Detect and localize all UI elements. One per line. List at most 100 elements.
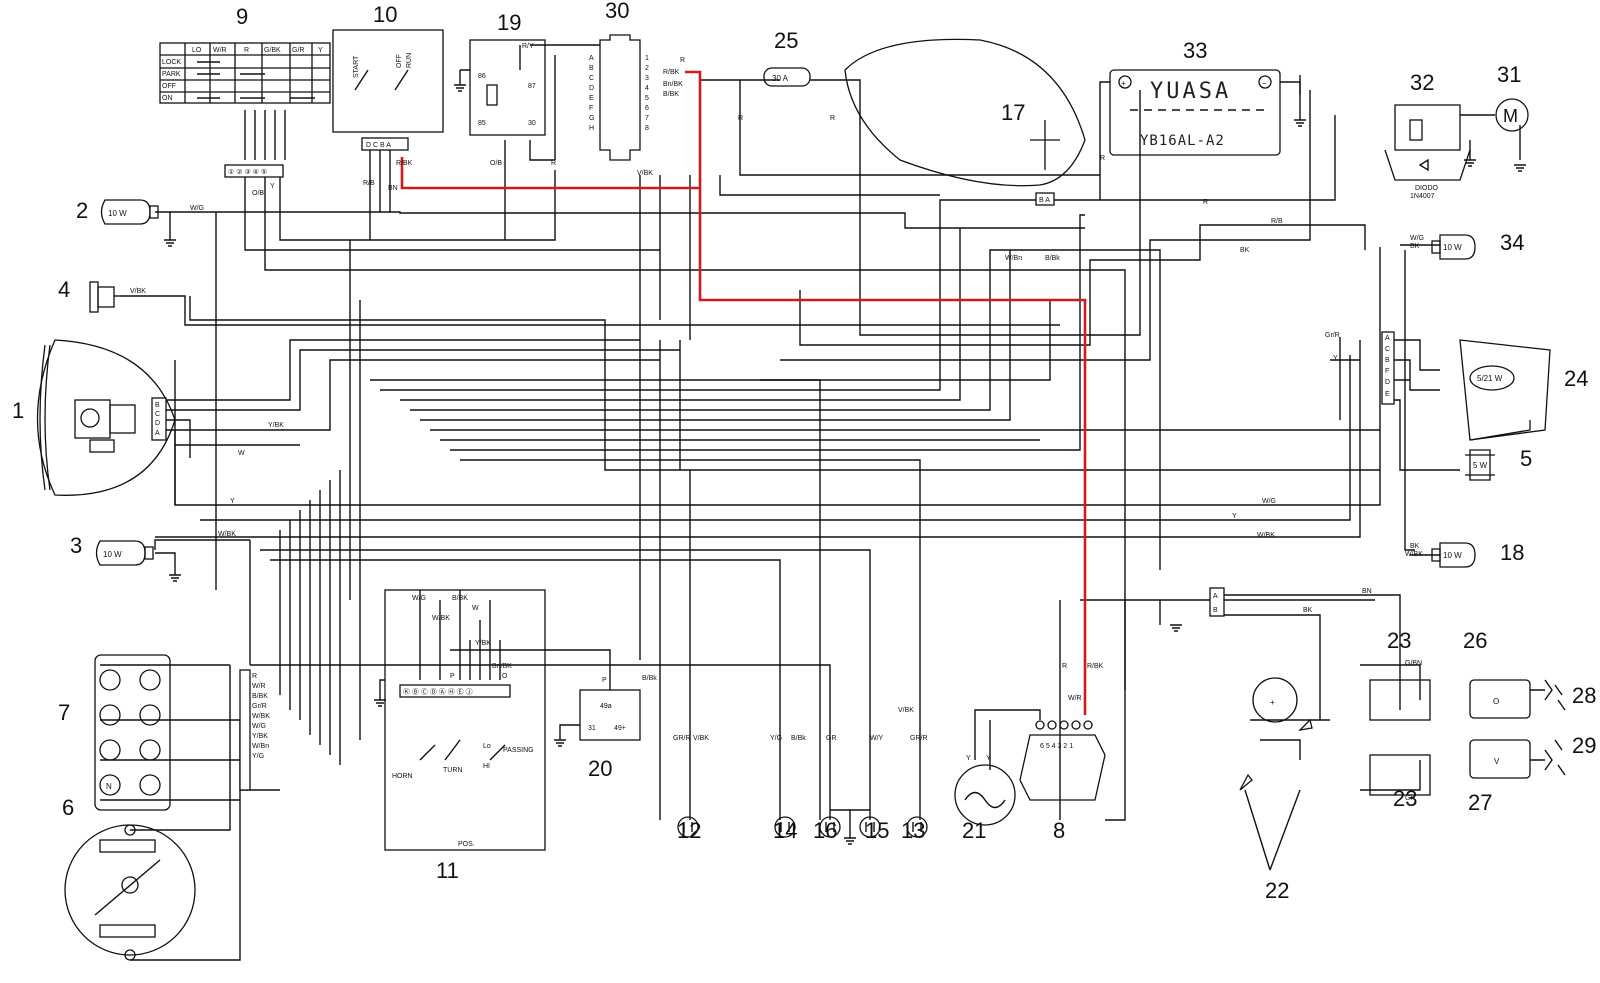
svg-text:W/Y: W/Y bbox=[870, 735, 884, 742]
svg-text:HI: HI bbox=[483, 763, 490, 770]
svg-text:V: V bbox=[1494, 757, 1500, 766]
bulb-34: 10 W bbox=[1431, 234, 1476, 260]
svg-text:−: − bbox=[1262, 79, 1267, 88]
label-28: 28 bbox=[1572, 683, 1596, 708]
component-numbers: 1 2 3 4 5 6 7 8 9 10 11 12 13 14 15 16 1… bbox=[12, 0, 1596, 903]
svg-text:30: 30 bbox=[528, 120, 536, 127]
svg-text:B/Bk: B/Bk bbox=[642, 675, 657, 682]
svg-text:A: A bbox=[1385, 335, 1390, 342]
label-11: 11 bbox=[436, 858, 459, 883]
instrument-6 bbox=[64, 824, 196, 961]
svg-text:O/B: O/B bbox=[252, 190, 264, 197]
svg-text:Y: Y bbox=[270, 183, 275, 190]
svg-text:G/R: G/R bbox=[292, 47, 304, 54]
svg-text:B/BK: B/BK bbox=[663, 91, 679, 98]
svg-text:E: E bbox=[589, 95, 594, 102]
svg-text:W/BK: W/BK bbox=[218, 531, 236, 538]
label-25: 25 bbox=[774, 28, 798, 53]
svg-text:V/BK: V/BK bbox=[637, 170, 653, 177]
svg-text:M: M bbox=[1503, 106, 1518, 126]
svg-text:Y: Y bbox=[230, 498, 235, 505]
svg-text:W: W bbox=[238, 450, 245, 457]
switch-13: V/BK GR/R bbox=[898, 707, 928, 838]
headlight: BC DA bbox=[36, 339, 176, 496]
svg-text:H: H bbox=[589, 125, 594, 132]
label-29: 29 bbox=[1572, 733, 1596, 758]
svg-text:GR/R: GR/R bbox=[673, 735, 691, 742]
switch-16: GR bbox=[819, 735, 841, 838]
svg-text:7: 7 bbox=[645, 115, 649, 122]
svg-text:D: D bbox=[589, 85, 594, 92]
svg-text:D: D bbox=[1385, 379, 1390, 386]
svg-text:Gr/R: Gr/R bbox=[252, 703, 267, 710]
svg-text:Y: Y bbox=[986, 755, 991, 762]
svg-text:PASSING: PASSING bbox=[503, 747, 534, 754]
label-5: 5 bbox=[1520, 446, 1532, 471]
svg-text:GR: GR bbox=[826, 735, 837, 742]
control-unit-23: G/BN GR bbox=[1369, 660, 1431, 802]
svg-text:OFF: OFF bbox=[162, 83, 176, 90]
svg-text:ON: ON bbox=[162, 95, 173, 102]
label-32: 32 bbox=[1410, 70, 1434, 95]
svg-text:W/G: W/G bbox=[412, 595, 426, 602]
spark-plug-28 bbox=[1530, 679, 1566, 711]
svg-text:Gr/R: Gr/R bbox=[1325, 332, 1340, 339]
bulb-34-label: 10 W bbox=[1443, 243, 1462, 252]
switch-14: Y/G B/Bk bbox=[770, 735, 806, 838]
switch-12: GR/R V/BK bbox=[673, 735, 709, 838]
svg-text:GR/R: GR/R bbox=[910, 735, 928, 742]
svg-text:Y: Y bbox=[318, 47, 323, 54]
svg-text:V/BK: V/BK bbox=[130, 288, 146, 295]
svg-text:B A: B A bbox=[1039, 197, 1050, 204]
ignition-switch-9: LO W/R R G/BK G/R Y LOCK PARK OFF ON ① ②… bbox=[159, 42, 331, 197]
battery-33: +− YUASA YB16AL-A2 R R bbox=[1099, 69, 1306, 206]
svg-text:86: 86 bbox=[478, 73, 486, 80]
start-switch-10: START OFF RUN D C B A R/B BN R/BK bbox=[332, 29, 444, 192]
svg-text:W/BK: W/BK bbox=[1257, 532, 1275, 539]
svg-text:BK: BK bbox=[1240, 247, 1250, 254]
label-34: 34 bbox=[1500, 230, 1524, 255]
svg-text:START: START bbox=[353, 55, 360, 78]
svg-text:Bn/BK: Bn/BK bbox=[663, 81, 683, 88]
svg-text:GR: GR bbox=[1405, 795, 1416, 802]
svg-text:B/BK: B/BK bbox=[252, 693, 268, 700]
label-19: 19 bbox=[497, 10, 521, 35]
svg-text:R: R bbox=[680, 57, 685, 64]
svg-text:87: 87 bbox=[528, 83, 536, 90]
svg-text:1N4007: 1N4007 bbox=[1410, 193, 1435, 200]
svg-text:R: R bbox=[1100, 155, 1105, 162]
svg-text:G: G bbox=[589, 115, 594, 122]
bulb-18: 10 W bbox=[1431, 542, 1476, 568]
svg-text:Y/BK: Y/BK bbox=[252, 733, 268, 740]
connector-ab: AB BN BK bbox=[1170, 587, 1372, 632]
connector-30: A B C D E F G H 1 2 3 4 5 6 7 8 R R/BK B… bbox=[589, 34, 685, 177]
svg-text:B: B bbox=[155, 402, 160, 409]
svg-text:O: O bbox=[502, 673, 508, 680]
svg-text:W/BK: W/BK bbox=[432, 615, 450, 622]
wire-harness bbox=[100, 44, 1521, 961]
svg-text:V/BK: V/BK bbox=[693, 735, 709, 742]
spark-plug-29 bbox=[1530, 739, 1566, 776]
label-23a: 23 bbox=[1387, 628, 1411, 653]
starter-relay-32: DIODO 1N4007 bbox=[1384, 104, 1495, 200]
label-27: 27 bbox=[1468, 790, 1492, 815]
horn-4 bbox=[89, 281, 120, 313]
highlighted-wire-r-bk bbox=[400, 70, 1087, 715]
svg-text:Bn/BK: Bn/BK bbox=[492, 663, 512, 670]
svg-text:Y/BK: Y/BK bbox=[268, 422, 284, 429]
svg-text:Y/G: Y/G bbox=[252, 753, 264, 760]
bulb-18-label: 10 W bbox=[1443, 551, 1462, 560]
switch-15: W/Y bbox=[830, 735, 884, 845]
svg-text:BK: BK bbox=[1410, 543, 1420, 550]
fuel-tank-17: B A W/Bn B/Bk bbox=[844, 38, 1086, 262]
svg-text:BK: BK bbox=[1303, 607, 1313, 614]
svg-text:W/G: W/G bbox=[252, 723, 266, 730]
svg-text:R/BK: R/BK bbox=[663, 69, 680, 76]
svg-text:DIODO: DIODO bbox=[1415, 185, 1439, 192]
indicator-panel-7: N R W/R B/BK Gr/R W/BK W/G Y/BK W/Bn Y/G bbox=[94, 654, 270, 811]
svg-text:E: E bbox=[1385, 391, 1390, 398]
svg-text:P: P bbox=[602, 677, 607, 684]
tail-light-24: 5/21 W A C B F D E bbox=[1381, 331, 1551, 441]
handlebar-switch-11: Ⓚ Ⓑ Ⓒ Ⓓ Ⓐ Ⓗ Ⓔ Ⓙ HORN TURN PASSING POS. L… bbox=[374, 589, 546, 851]
generator-21: Y Y bbox=[954, 755, 1016, 826]
